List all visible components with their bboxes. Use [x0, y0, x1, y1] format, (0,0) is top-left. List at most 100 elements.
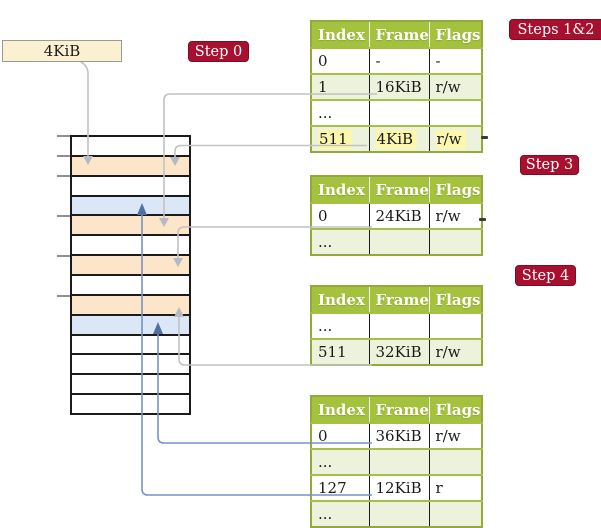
memory-row-table: [72, 154, 189, 175]
cell-index: 511: [311, 338, 370, 365]
cell-flags: r/w: [429, 73, 482, 100]
table-row: 0 24KiB r/w: [311, 202, 482, 229]
entry-marker-511: [481, 136, 488, 139]
cell-frame: [369, 312, 430, 339]
column-header-frame: Frame: [369, 396, 430, 423]
table-row-highlighted: 511 4KiB r/w: [311, 125, 482, 152]
table-row: 0 - -: [311, 47, 482, 74]
memory-row-table: [72, 293, 189, 314]
table-row: 0 36KiB r/w: [311, 422, 482, 449]
column-header-flags: Flags: [429, 21, 482, 48]
badge-step-3-label: Step 3: [525, 157, 574, 173]
column-header-frame: Frame: [369, 21, 430, 48]
root-frame-label: 4KiB: [43, 42, 81, 60]
badge-steps-1-2-label: Steps 1&2: [517, 21, 595, 38]
cell-frame: 24KiB: [369, 202, 430, 229]
table-row: 511 32KiB r/w: [311, 338, 482, 365]
column-header-flags: Flags: [429, 286, 482, 313]
cell-frame: 16KiB: [369, 73, 430, 100]
memory-row-free: [72, 393, 189, 414]
highlight-frame: 4KiB: [375, 130, 418, 149]
cell-index: 0: [311, 422, 370, 449]
cell-flags: r/w: [429, 338, 482, 365]
cell-frame: [369, 99, 430, 126]
cell-frame: -: [369, 47, 430, 74]
cell-flags: r/w: [429, 125, 482, 152]
table-row: ...: [311, 448, 482, 475]
cell-index: 0: [311, 202, 370, 229]
cell-flags: r/w: [429, 202, 482, 229]
cell-index: ...: [311, 99, 370, 126]
column-header-index: Index: [311, 396, 370, 423]
cell-flags: r: [429, 474, 482, 501]
page-table-level3: Index Frame Flags 0 24KiB r/w ...: [310, 175, 483, 256]
column-header-index: Index: [311, 21, 370, 48]
cell-flags: r/w: [429, 422, 482, 449]
cell-index: ...: [311, 312, 370, 339]
table-row: ...: [311, 312, 482, 339]
memory-tick: [57, 295, 70, 297]
cell-index: 1: [311, 73, 370, 100]
cell-flags: [429, 500, 482, 527]
table-header-row: Index Frame Flags: [311, 21, 482, 48]
memory-tick: [57, 255, 70, 257]
badge-steps-1-2: Steps 1&2: [509, 19, 601, 40]
memory-row-free: [72, 333, 189, 354]
cell-index: 511: [311, 125, 370, 152]
cell-flags: [429, 448, 482, 475]
highlight-index: 511: [318, 130, 352, 149]
table-row: ...: [311, 228, 482, 255]
page-table-level2: Index Frame Flags ... 511 32KiB r/w: [310, 285, 483, 366]
cell-frame: 4KiB: [369, 125, 430, 152]
root-frame-box: 4KiB: [2, 40, 122, 62]
cell-flags: -: [429, 47, 482, 74]
column-header-frame: Frame: [369, 176, 430, 203]
memory-stack: [70, 135, 191, 415]
memory-row-free: [72, 234, 189, 255]
cell-index: 127: [311, 474, 370, 501]
cell-flags: [429, 312, 482, 339]
cell-index: ...: [311, 500, 370, 527]
cell-index: ...: [311, 228, 370, 255]
cell-flags: [429, 99, 482, 126]
column-header-flags: Flags: [429, 176, 482, 203]
memory-row-free: [72, 274, 189, 294]
memory-row-page: [72, 313, 189, 334]
column-header-index: Index: [311, 286, 370, 313]
memory-row-page: [72, 194, 189, 215]
cell-index: ...: [311, 448, 370, 475]
memory-tick: [57, 135, 70, 137]
page-table-level4: Index Frame Flags 0 - - 1 16KiB r/w ... …: [310, 20, 483, 153]
table-header-row: Index Frame Flags: [311, 396, 482, 423]
memory-ticks: [57, 135, 70, 415]
cell-flags: [429, 228, 482, 255]
cell-frame: 32KiB: [369, 338, 430, 365]
badge-step-0-label: Step 0: [194, 43, 243, 60]
cell-frame: [369, 228, 430, 255]
column-header-flags: Flags: [429, 396, 482, 423]
cell-index: 0: [311, 47, 370, 74]
column-header-frame: Frame: [369, 286, 430, 313]
badge-step-0: Step 0: [188, 41, 249, 62]
memory-row-free: [72, 373, 189, 394]
badge-step-4: Step 4: [515, 265, 576, 286]
memory-row-free: [72, 174, 189, 195]
memory-tick: [57, 175, 70, 177]
cell-frame: 36KiB: [369, 422, 430, 449]
column-header-index: Index: [311, 176, 370, 203]
cell-frame: [369, 500, 430, 527]
table-row: 127 12KiB r: [311, 474, 482, 501]
table-header-row: Index Frame Flags: [311, 176, 482, 203]
cell-frame: [369, 448, 430, 475]
table-row: 1 16KiB r/w: [311, 73, 482, 100]
memory-row-free: [72, 137, 189, 155]
table-header-row: Index Frame Flags: [311, 286, 482, 313]
memory-row-table: [72, 214, 189, 235]
memory-tick: [57, 215, 70, 217]
memory-tick: [57, 155, 70, 157]
memory-row-free: [72, 353, 189, 374]
entry-marker-0: [479, 218, 486, 221]
memory-row-table: [72, 254, 189, 275]
badge-step-3: Step 3: [520, 155, 579, 175]
